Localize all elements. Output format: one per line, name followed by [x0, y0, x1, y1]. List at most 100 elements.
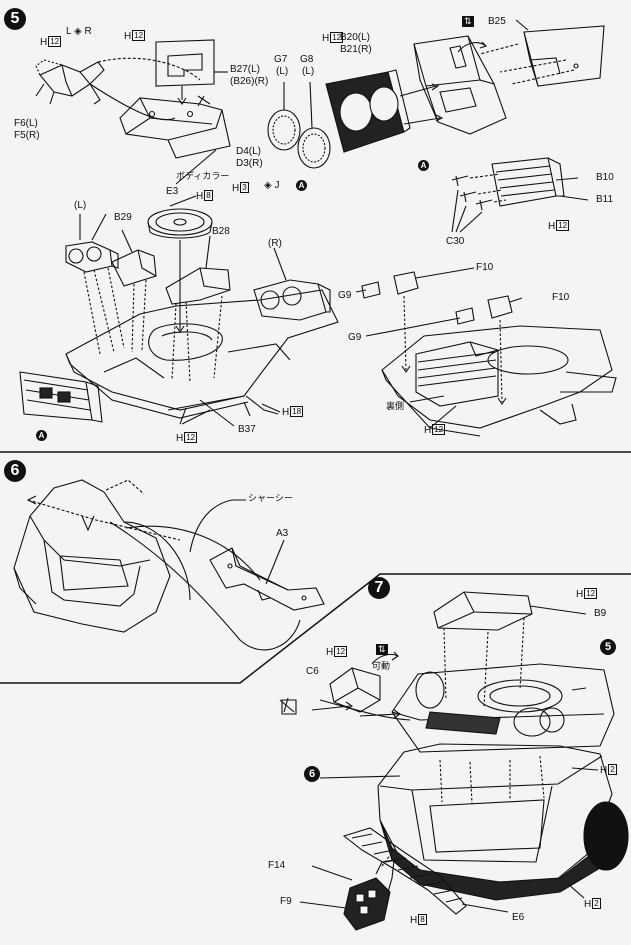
- grille-right-drawing: [415, 341, 499, 407]
- bezel-b20-b21-drawing: [325, 69, 411, 153]
- label-g8: G8: [300, 54, 314, 65]
- lights-f10-g9-drawing: [361, 271, 513, 405]
- label-b25: B25: [488, 16, 506, 27]
- label-e6: E6: [512, 912, 525, 923]
- bracket-f5-f6-drawing: [35, 59, 105, 105]
- light-pod-left-drawing: [65, 214, 119, 273]
- label-d4: D4(L): [236, 146, 262, 157]
- label-g7: G7: [274, 54, 288, 65]
- tray-d3-d4-drawing: [119, 97, 231, 159]
- part-a3-drawing: [209, 539, 325, 611]
- bracket-b29-drawing: [111, 229, 157, 287]
- symmetry-icon: ◈: [73, 26, 82, 37]
- label-movable: 可動: [372, 662, 391, 672]
- label-right-pod: (R): [268, 238, 282, 249]
- rotate-icon: ⇅: [376, 644, 388, 655]
- tray-step7-drawing: [391, 663, 615, 753]
- symmetry-icon: ◈: [264, 180, 272, 191]
- label-left-pod: (L): [74, 200, 87, 211]
- step-5-reference: 5: [600, 639, 616, 655]
- label-c30: C30: [446, 236, 465, 247]
- label-c6: C6: [306, 666, 319, 677]
- label-chassis: シャーシー: [248, 494, 293, 504]
- label-body-color: ボディカラー: [176, 172, 230, 182]
- label-f6: F6(L): [14, 118, 38, 129]
- label-f10-b: F10: [552, 292, 570, 303]
- step-6-marker: 6: [4, 460, 26, 482]
- hinge-c6-drawing: [311, 667, 411, 721]
- cut-icon: [197, 95, 211, 107]
- label-g7-side: (L): [276, 66, 289, 77]
- step-5-marker: 5: [4, 8, 26, 30]
- label-rotate-icon-7: ⇅: [376, 644, 388, 655]
- light-f9-f14-drawing: [343, 849, 395, 931]
- step-7-marker: 7: [368, 577, 390, 599]
- label-b37: B37: [238, 424, 256, 435]
- rotate-icon: ⇅: [462, 16, 474, 27]
- label-f9: F9: [280, 896, 292, 907]
- label-rotate-icon: ⇅: [462, 16, 474, 27]
- label-b26: (B26)(R): [230, 76, 269, 87]
- panel-b27-drawing: [155, 39, 215, 105]
- label-underside: 裏側: [386, 402, 405, 412]
- label-g9-b: G9: [348, 332, 362, 343]
- label-b27: B27(L): [230, 64, 261, 75]
- panel-b9-drawing: [433, 591, 533, 631]
- label-b28: B28: [212, 226, 230, 237]
- label-g8-side: (L): [302, 66, 315, 77]
- locator-lines-step7: [439, 617, 545, 805]
- headlight-housing-drawing: [413, 35, 507, 135]
- label-b21: B21(R): [340, 44, 372, 55]
- label-f14: F14: [268, 860, 286, 871]
- rear-body-step6-drawing: [13, 479, 191, 633]
- locator-lines-left: [83, 267, 223, 383]
- grille-b10-b11-drawing: [491, 157, 565, 207]
- chassis-nose-right-drawing: [381, 325, 617, 437]
- lens-g7-g8-drawing: [267, 81, 331, 169]
- chassis-nose-left-drawing: [65, 289, 339, 419]
- label-f5: F5(R): [14, 130, 40, 141]
- spare-wheel-e3-drawing: [147, 208, 213, 333]
- rear-body-step7-drawing: [377, 743, 629, 901]
- label-left-right: L ◈ R: [66, 26, 92, 37]
- label-d3: D3(R): [236, 158, 263, 169]
- label-b11: B11: [596, 194, 614, 205]
- label-g9-a: G9: [338, 290, 352, 301]
- cover-b25-drawing: [523, 25, 605, 87]
- label-e3: E3: [166, 186, 179, 197]
- divider-step6-step7: [0, 573, 631, 684]
- mark-a-1: A: [296, 180, 307, 191]
- mark-a-2: A: [418, 160, 429, 171]
- label-a3: A3: [276, 528, 289, 539]
- label-f10-a: F10: [476, 262, 494, 273]
- step-6-reference: 6: [304, 766, 320, 782]
- bracket-b28-drawing: [165, 235, 231, 305]
- light-pod-right-drawing: [253, 247, 331, 321]
- label-b10: B10: [596, 172, 614, 183]
- dashed-axis-step6: [27, 499, 181, 541]
- pins-c30-drawing: [451, 173, 507, 233]
- rotate-arrow: [371, 653, 399, 665]
- label-b29: B29: [114, 212, 132, 223]
- grille-left-drawing: [19, 371, 103, 423]
- strip-e6-drawing: [342, 827, 467, 915]
- label-j-a: ◈ J: [264, 180, 280, 191]
- label-b9: B9: [594, 608, 607, 619]
- mark-a-3: A: [36, 430, 47, 441]
